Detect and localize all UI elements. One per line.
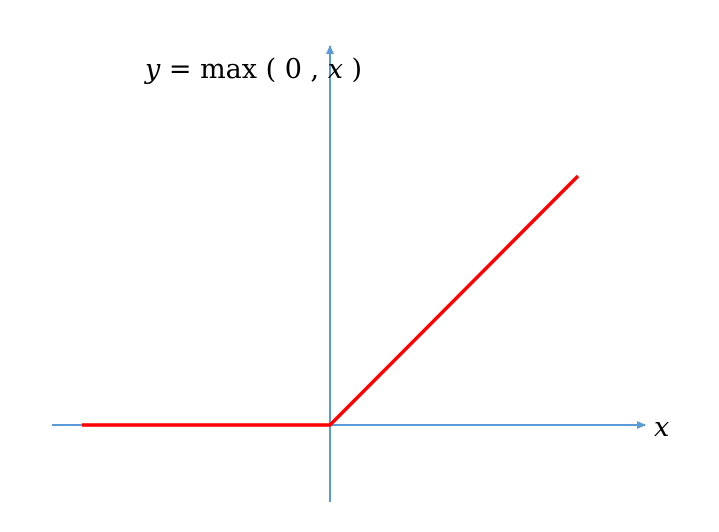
- function-label-x: x: [328, 54, 343, 85]
- function-label: y = max ( 0 , x ): [144, 54, 362, 85]
- x-axis-label: x: [654, 412, 669, 443]
- function-label-close-paren: ): [352, 54, 363, 85]
- relu-curve-line: [82, 174, 580, 427]
- function-label-open-paren: (: [266, 54, 277, 85]
- function-label-y: y: [144, 54, 161, 85]
- function-label-max: max: [200, 54, 257, 85]
- function-label-comma: ,: [311, 54, 328, 85]
- function-label-zero: 0: [285, 54, 302, 85]
- function-label-equals: =: [169, 54, 200, 85]
